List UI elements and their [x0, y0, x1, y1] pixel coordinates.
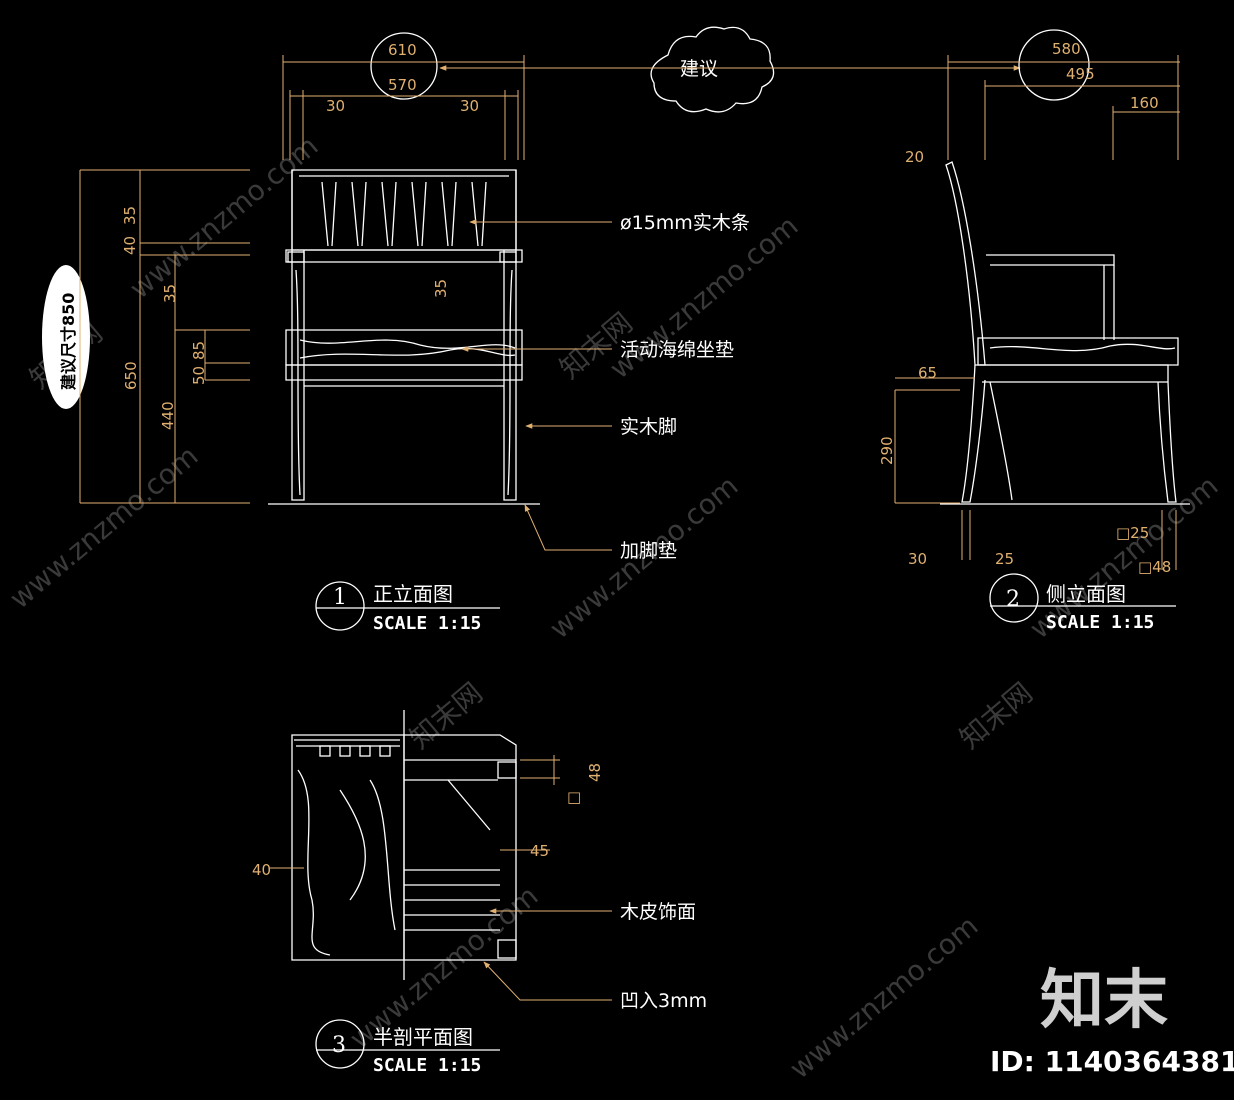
front-number: 1	[333, 585, 347, 610]
label-veneer: 木皮饰面	[620, 901, 696, 923]
side-number: 2	[1006, 587, 1020, 612]
suggestion-oval-text: 建议尺寸850	[59, 293, 78, 390]
dim-front-570: 570	[388, 76, 417, 94]
dim-side-495: 495	[1066, 65, 1095, 83]
dim-side-65: 65	[918, 364, 937, 382]
watermark-layer: www.znzmo.com www.znzmo.com www.znzmo.co…	[3, 129, 1224, 1085]
brand-id: ID: 1140364381	[990, 1045, 1234, 1078]
front-elevation: 610 570 30 30	[79, 32, 750, 634]
plan-section: 48 □ 45 40 木皮饰面 凹入3mm 3 半剖平面图 SCALE 1:15	[252, 710, 707, 1076]
dim-front-35b: 35	[161, 284, 179, 303]
label-cushion: 活动海绵坐垫	[620, 339, 734, 361]
dim-front-40: 40	[121, 236, 139, 255]
suggestion-cloud: 建议	[650, 26, 775, 113]
dim-plan-sq: □	[567, 788, 581, 806]
dim-side-25: 25	[995, 550, 1014, 568]
dim-front-35c: 35	[432, 279, 450, 298]
brand-logo: 知末	[1040, 964, 1168, 1038]
side-elevation: 580 495 160 20 65 290 30 25 □25	[878, 29, 1190, 633]
plan-title: 半剖平面图	[373, 1025, 473, 1049]
dim-front-610: 610	[388, 41, 417, 59]
backrest-slats	[321, 181, 487, 247]
dim-front-35a: 35	[121, 206, 139, 225]
seat-cushion	[285, 329, 523, 366]
suggestion-cloud-text: 建议	[680, 58, 718, 80]
dim-front-50: 50	[190, 366, 208, 385]
front-title: 正立面图	[373, 582, 453, 606]
dim-plan-40: 40	[252, 861, 271, 879]
watermark-text: www.znzmo.com	[123, 129, 324, 305]
label-slats: ø15mm实木条	[620, 212, 750, 234]
dim-front-650: 650	[122, 361, 140, 390]
dim-plan-45: 45	[530, 842, 549, 860]
watermark-cn: 知末网	[953, 676, 1039, 755]
dim-plan-48: 48	[586, 763, 604, 782]
plan-number: 3	[332, 1033, 346, 1058]
suggestion-oval: 建议尺寸850	[42, 265, 90, 409]
front-scale: SCALE 1:15	[373, 613, 481, 634]
dim-front-85: 85	[190, 341, 208, 360]
watermark-text: www.znzmo.com	[783, 909, 984, 1085]
dim-front-30-left: 30	[326, 97, 345, 115]
dim-side-sq25: □25	[1116, 524, 1149, 542]
dim-side-160: 160	[1130, 94, 1159, 112]
brand-block: 知末 ID: 1140364381	[990, 964, 1234, 1078]
dim-front-440: 440	[159, 401, 177, 430]
plan-slats	[319, 745, 391, 757]
side-title: 侧立面图	[1046, 582, 1126, 606]
dim-side-580: 580	[1052, 40, 1081, 58]
dim-side-20: 20	[905, 148, 924, 166]
watermark-text: www.znzmo.com	[3, 439, 204, 615]
label-leg: 实木脚	[620, 416, 677, 438]
dim-side-30: 30	[908, 550, 927, 568]
dim-side-290: 290	[878, 436, 896, 465]
dim-side-sq48: □48	[1138, 558, 1171, 576]
dim-bubble-front	[370, 32, 438, 100]
plan-scale: SCALE 1:15	[373, 1055, 481, 1076]
label-recess: 凹入3mm	[620, 990, 707, 1012]
side-scale: SCALE 1:15	[1046, 612, 1154, 633]
watermark-cn: 知末网	[403, 676, 489, 755]
label-pad: 加脚垫	[620, 540, 677, 562]
dim-front-30-right: 30	[460, 97, 479, 115]
